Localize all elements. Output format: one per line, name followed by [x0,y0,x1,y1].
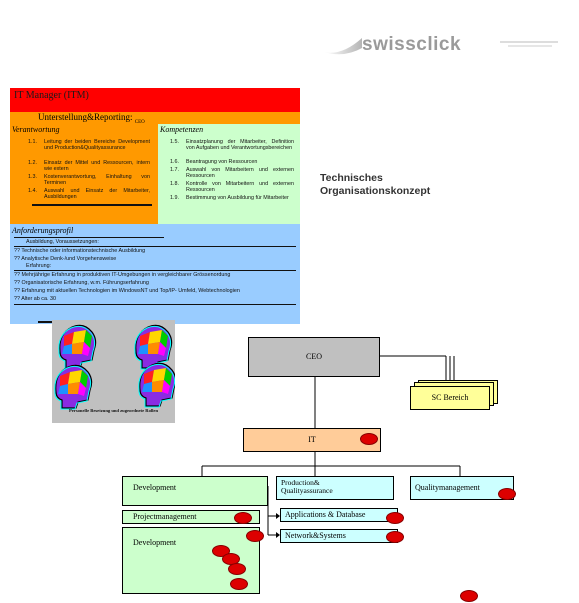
education-label: Ausbildung, Voraussetzungen: [26,239,99,245]
org-node-label: Development [133,483,177,492]
org-node-label: CEO [306,352,322,361]
experience-item: ?? Erfahrung mit aktuellen Technologien … [14,288,298,294]
experience-item: ?? Organisatorische Erfahrung, w.m. Führ… [14,280,296,286]
org-node-label: Projectmanagement [133,512,197,521]
item-number: 1.9. [170,195,179,201]
org-node-ceo: CEO [248,337,380,377]
item-text: Auswahl von Mitarbeitern und externen Re… [186,167,294,180]
item-text: Organisatorische Erfahrung, w.m. Führung… [21,280,149,286]
competency-item: 1.7. Auswahl von Mitarbeitern und extern… [170,167,294,180]
document-title-line-2: Organisationskonzept [320,185,431,197]
item-text: Kontrolle von Mitarbeitern und externen … [186,181,294,194]
logo-wordmark: swissclick [362,34,462,55]
role-badge-icon [246,530,264,542]
responsibilities-heading: Verantwortung [12,125,60,134]
org-node-label: SC Bereich [431,393,469,402]
reporting-label: Unterstellung&Reporting: [38,112,133,122]
org-node-network: Network&Systems [280,529,398,543]
requirements-profile-section: Anforderungsprofil Ausbildung, Vorausset… [10,224,300,324]
competency-item: 1.8. Kontrolle von Mitarbeitern und exte… [170,181,294,194]
org-node-label: Qualitymanagement [415,483,480,492]
responsibility-item: 1.4. Auswahl und Einsatz der Mitarbeiter… [28,188,150,201]
item-number: 1.5. [170,139,179,145]
responsibility-item: 1.3. Kostenverantwortung, Einhaltung von… [28,174,150,187]
divider [14,270,296,271]
competency-item: 1.9. Bestimmung von Ausbildung für Mitar… [170,195,294,201]
org-node-label: Applications & Database [285,510,366,519]
role-badge-icon [228,563,246,575]
item-number: 1.8. [170,181,179,187]
competency-item: 1.5. Einsatzplanung der Mitarbeiter, Def… [170,139,294,152]
item-number: 1.1. [28,139,37,145]
item-text: Leitung der beiden Bereiche Development … [44,139,150,152]
org-node-label: Development [133,538,177,547]
bullet: ?? [14,296,20,302]
reporting-target: CEO [134,119,145,125]
item-number: 1.6. [170,159,179,165]
bullet: ?? [14,272,20,278]
education-item: ?? Technische oder informationstechnisch… [14,248,296,254]
org-node-it: IT [243,428,381,452]
org-node-label: Network&Systems [285,531,346,540]
role-badge-icon [460,590,478,602]
divider [14,304,296,305]
education-item: ?? Analytische Denk-/und Vorgehensweise [14,256,296,262]
org-node-label-line-1: Production& [281,478,320,487]
experience-label: Erfahrung: [26,263,52,269]
item-text: Technische oder informationstechnische A… [21,248,146,254]
divider [32,204,152,206]
experience-item: ?? Mehrjährige Erfahrung in produktiven … [14,272,298,278]
org-node-production: Production& Qualityassurance [276,476,394,500]
role-badge-icon [386,512,404,524]
role-badge-icon [386,531,404,543]
responsibilities-section: Verantwortung 1.1. Leitung der beiden Be… [10,124,158,224]
item-text: Erfahrung mit aktuellen Technologien im … [21,288,240,294]
item-text: Einsatz der Mittel und Ressourcen, inter… [44,160,150,173]
org-node-qualitymanagement: Qualitymanagement [410,476,514,500]
role-badge-icon [360,433,378,445]
org-node-applications: Applications & Database [280,508,398,522]
role-badge-icon [230,578,248,590]
item-text: Einsatzplanung der Mitarbeiter, Definiti… [186,139,294,152]
staffing-illustration [52,320,177,423]
role-badge-icon [234,512,252,524]
document-title: Technisches Organisationskonzept [320,172,520,198]
item-number: 1.4. [28,188,37,194]
item-text: Beantragung von Ressourcen [186,159,258,165]
competency-item: 1.6. Beantragung von Ressourcen [170,159,294,165]
role-badge-icon [498,488,516,500]
item-text: Auswahl und Einsatz der Mitarbeiter, Aus… [44,188,150,201]
org-node-projectmanagement: Projectmanagement [122,510,260,524]
org-node-label-line-2: Qualityassurance [281,486,333,495]
responsibility-item: 1.2. Einsatz der Mittel und Ressourcen, … [28,160,150,173]
staffing-caption: Personelle Besetzung und zugeordnete Rol… [68,408,159,413]
logo-tagline [500,41,558,47]
logo-swoosh-icon [324,38,362,55]
item-text: Bestimmung von Ausbildung für Mitarbeite… [186,195,289,201]
document-title-line-1: Technisches [320,172,383,184]
org-node-sc-bereich: SC Bereich [410,386,490,410]
item-text: Mehrjährige Erfahrung in produktiven IT-… [21,272,231,278]
divider [14,237,164,238]
item-number: 1.7. [170,167,179,173]
competencies-section: Kompetenzen 1.5. Einsatzplanung der Mita… [158,124,300,224]
bullet: ?? [14,248,20,254]
bullet: ?? [14,280,20,286]
item-text: Kostenverantwortung, Einhaltung von Term… [44,174,150,187]
item-number: 1.3. [28,174,37,180]
divider [14,246,296,247]
org-node-development: Development [122,476,268,506]
experience-item: ?? Alter ab ca. 30 [14,296,296,302]
org-node-label: IT [308,435,316,444]
item-text: Alter ab ca. 30 [21,296,56,302]
bullet: ?? [14,256,20,262]
responsibility-item: 1.1. Leitung der beiden Bereiche Develop… [28,139,150,152]
item-number: 1.2. [28,160,37,166]
profile-heading: Anforderungsprofil [12,226,74,235]
role-reporting-line: Unterstellung&Reporting: CEO [10,112,300,125]
competencies-heading: Kompetenzen [160,125,204,134]
role-card-title: IT Manager (ITM) [10,88,300,112]
bullet: ?? [14,288,20,294]
item-text: Analytische Denk-/und Vorgehensweise [21,256,117,262]
